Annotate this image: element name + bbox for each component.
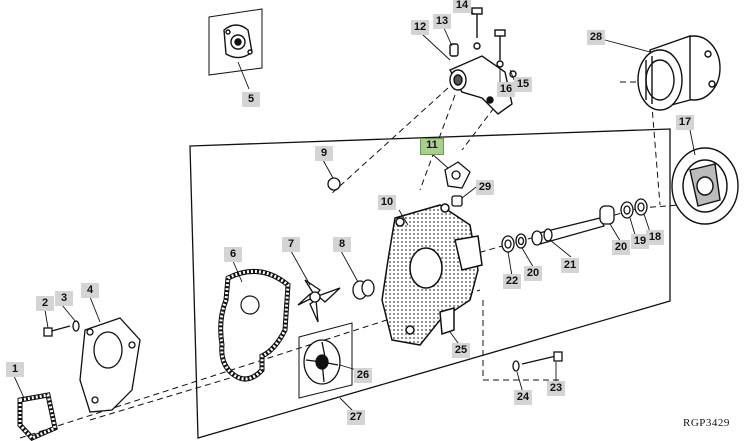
small-parts	[327, 161, 471, 207]
callout-28: 28	[587, 30, 605, 45]
callout-9: 9	[315, 146, 333, 161]
callout-25: 25	[452, 343, 470, 358]
callout-5: 5	[242, 92, 260, 107]
bolt-and-washer	[43, 320, 80, 337]
callout-20-right: 20	[612, 240, 630, 255]
callout-20-left: 20	[524, 266, 542, 281]
part-17-fan-hub	[671, 147, 739, 225]
part-1-gasket	[17, 392, 58, 441]
callout-16: 16	[497, 82, 515, 97]
callout-1: 1	[6, 362, 24, 377]
callout-3: 3	[55, 291, 73, 306]
callout-12: 12	[411, 20, 429, 35]
callout-13: 13	[433, 14, 451, 29]
shaft-and-bearings	[501, 198, 648, 253]
bolt-23-washer-24	[512, 351, 563, 372]
callout-18: 18	[646, 230, 664, 245]
inset-frame-26	[298, 322, 353, 399]
part-5-flange	[223, 24, 253, 59]
part-10-pump-housing	[381, 203, 483, 346]
part-7-impeller	[297, 279, 341, 323]
part-28-pulley	[637, 35, 721, 111]
callout-2: 2	[36, 296, 54, 311]
callout-6: 6	[224, 247, 242, 262]
assembly-frame	[189, 128, 671, 439]
callout-19: 19	[631, 234, 649, 249]
callout-24: 24	[514, 390, 532, 405]
callout-27: 27	[347, 410, 365, 425]
callout-22: 22	[503, 274, 521, 289]
callout-29: 29	[476, 180, 494, 195]
leader-lines	[13, 9, 696, 415]
callout-15: 15	[514, 77, 532, 92]
callout-8: 8	[333, 237, 351, 252]
thermostat-housing	[449, 7, 517, 115]
part-4-cover	[79, 317, 141, 413]
callout-26: 26	[354, 368, 372, 383]
callout-7: 7	[282, 237, 300, 252]
part-8-seal	[352, 279, 375, 300]
inset-frame-5	[208, 8, 263, 76]
callout-21: 21	[561, 258, 579, 273]
callout-11: 11	[420, 138, 444, 155]
callout-17: 17	[676, 115, 694, 130]
callout-14: 14	[453, 0, 471, 13]
part-26-impeller	[303, 339, 341, 385]
callout-4: 4	[81, 283, 99, 298]
callout-10: 10	[378, 195, 396, 210]
part-6-gasket	[218, 268, 291, 382]
reference-code: RGP3429	[683, 417, 730, 429]
callout-23: 23	[547, 381, 565, 396]
